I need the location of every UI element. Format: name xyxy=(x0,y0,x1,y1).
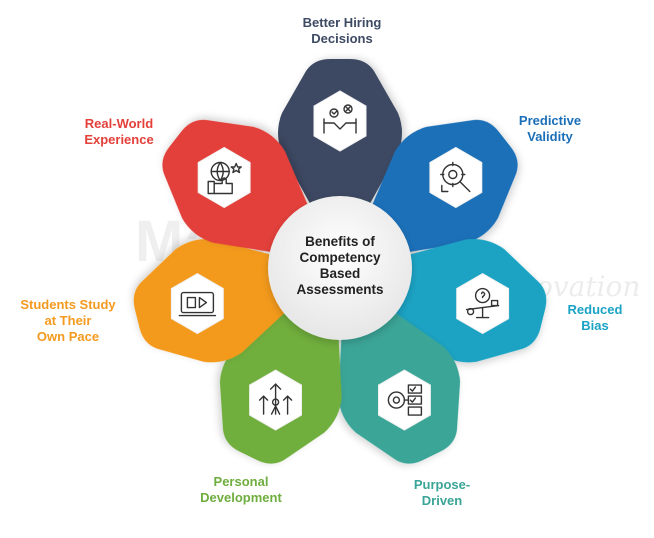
icon-holder-better-hiring xyxy=(313,90,367,152)
target-checklist-icon xyxy=(387,384,423,416)
label-reduced-bias: Reduced Bias xyxy=(567,302,623,333)
growth-arrows-icon xyxy=(258,383,293,415)
icon-holder-reduced-bias xyxy=(456,273,510,335)
gear-magnifier-icon xyxy=(440,161,471,193)
globe-thumbsup-icon xyxy=(207,161,242,195)
icon-holder-students-pace xyxy=(170,273,224,335)
video-player-icon xyxy=(178,291,217,317)
label-real-world: Real-World Experience xyxy=(84,116,154,147)
label-personal-development: Personal Development xyxy=(200,474,282,505)
handshake-icon xyxy=(323,104,357,134)
label-predictive-validity: Predictive Validity xyxy=(518,113,582,144)
label-purpose-driven: Purpose- Driven xyxy=(413,477,471,508)
label-students-pace: Students Study at Their Own Pace xyxy=(20,297,116,344)
label-better-hiring: Better Hiring Decisions xyxy=(302,15,382,46)
center-circle xyxy=(268,196,412,340)
balance-scale-icon xyxy=(465,287,500,319)
center-title: Benefits of Competency Based Assessments xyxy=(296,234,384,297)
icon-layer xyxy=(170,90,510,431)
